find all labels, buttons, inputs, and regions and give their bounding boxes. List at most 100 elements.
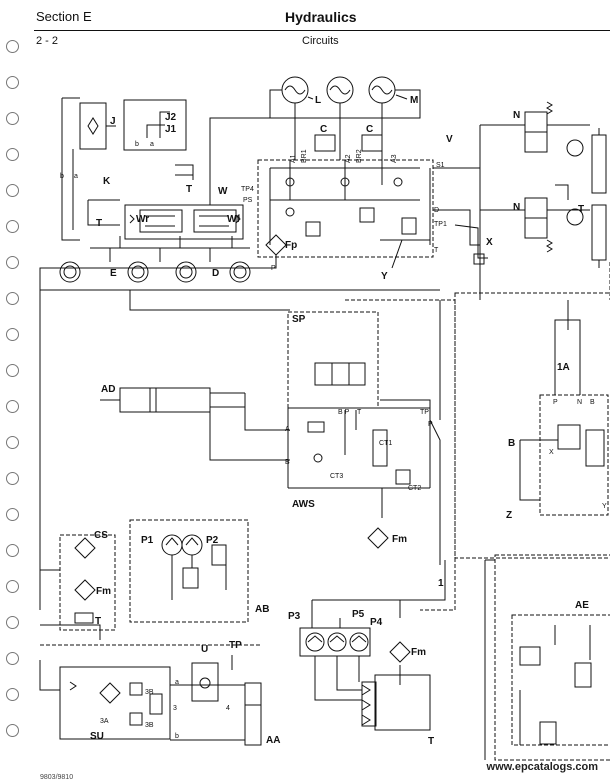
label-P4: P4: [370, 617, 383, 628]
aws-group: [40, 289, 441, 565]
label-AD: AD: [101, 384, 115, 395]
label-SU: SU: [90, 731, 104, 742]
label-P3: P3: [288, 611, 301, 622]
label-J1: J1: [165, 124, 177, 135]
label-AA: AA: [266, 735, 280, 746]
page-subtitle: Circuits: [302, 35, 339, 47]
diagram-labels: L M N N C C V J J2 J1 b a b a K T W Wr W…: [60, 95, 607, 747]
page-number: 2 - 2: [36, 35, 59, 47]
valve-n-group: [479, 101, 607, 300]
label-aws-BP: B P: [338, 409, 350, 416]
label-T-left: T: [96, 218, 102, 229]
pump-p-group: [299, 560, 446, 731]
label-P: P: [271, 265, 276, 272]
steering-group: [39, 644, 262, 746]
valve-b-group: [454, 292, 610, 559]
label-T-right: T: [578, 204, 584, 215]
label-aws-B: B: [285, 459, 290, 466]
label-A3: A3: [391, 154, 398, 163]
label-A2: A2: [345, 154, 352, 163]
label-aws-A: A: [285, 426, 290, 433]
label-3: 3: [173, 705, 177, 712]
label-T-top: T: [186, 184, 192, 195]
label-aws-P: P: [428, 421, 433, 428]
label-AWS: AWS: [292, 499, 315, 510]
label-sb: b: [60, 173, 64, 180]
page-title: Hydraulics: [285, 9, 357, 25]
label-Y: Y: [381, 271, 388, 282]
header-rule: [34, 30, 610, 31]
label-J2: J2: [165, 112, 177, 123]
label-p-N: N: [577, 399, 582, 406]
label-T-tank: T: [428, 736, 434, 747]
label-a: a: [150, 141, 154, 148]
label-J: J: [110, 116, 116, 127]
motor-group: [209, 76, 421, 205]
label-B: B: [508, 438, 515, 449]
label-3A: 3A: [100, 718, 109, 725]
label-P1: P1: [141, 535, 154, 546]
label-Wf: Wf: [227, 214, 240, 225]
label-TP1: TP1: [434, 221, 447, 228]
label-A1: A1: [290, 154, 297, 163]
label-D-port: D: [434, 207, 439, 214]
label-1: 1: [438, 578, 444, 589]
footer-code: 9803/9810: [40, 774, 74, 781]
label-SP: SP: [292, 314, 306, 325]
label-4: 4: [226, 705, 230, 712]
label-TP: TP: [229, 640, 242, 651]
label-N: N: [513, 110, 520, 121]
label-p-B: B: [590, 399, 595, 406]
label-BR1: BR1: [301, 149, 308, 163]
label-Z: Z: [506, 510, 512, 521]
motor-e-d: [59, 261, 251, 283]
label-1A: 1A: [557, 362, 570, 373]
label-D: D: [212, 268, 219, 279]
label-Wr: Wr: [136, 214, 149, 225]
label-sa: a: [74, 173, 78, 180]
label-BR2: BR2: [356, 149, 363, 163]
label-PS: PS: [243, 197, 253, 204]
label-3B-1: 3B: [145, 689, 154, 696]
label-CS: CS: [94, 530, 108, 541]
valve-ae-group: [484, 554, 610, 761]
label-b: b: [135, 141, 139, 148]
label-CT2: CT2: [408, 485, 421, 492]
label-V: V: [446, 134, 453, 145]
label-L: L: [315, 95, 321, 106]
label-aws-T: T: [357, 409, 362, 416]
label-AB: AB: [255, 604, 269, 615]
label-p-Y: Y: [602, 503, 607, 510]
label-T-port: T: [434, 247, 439, 254]
label-M: M: [410, 95, 418, 106]
label-P5: P5: [352, 609, 365, 620]
label-Fm1: Fm: [96, 586, 111, 597]
label-Fm2: Fm: [392, 534, 407, 545]
label-CT1: CT1: [379, 440, 392, 447]
label-S1: S1: [436, 162, 445, 169]
section-label: Section E: [36, 9, 92, 24]
label-aws-TP: TP: [420, 409, 429, 416]
valve-block-v: [39, 134, 488, 610]
label-C: C: [320, 124, 327, 135]
pump-group: [39, 519, 249, 640]
joystick-group: [61, 97, 250, 262]
label-CT3: CT3: [330, 473, 343, 480]
label-N2: N: [513, 202, 520, 213]
label-P2: P2: [206, 535, 219, 546]
label-p-X: X: [549, 449, 554, 456]
label-U: U: [201, 644, 208, 655]
label-Fp: Fp: [285, 240, 297, 251]
label-a-su: a: [175, 679, 179, 686]
label-Fm3: Fm: [411, 647, 426, 658]
label-TP4: TP4: [241, 186, 254, 193]
label-3B-2: 3B: [145, 722, 154, 729]
label-E: E: [110, 268, 117, 279]
label-C2: C: [366, 124, 373, 135]
label-b-su: b: [175, 733, 179, 740]
label-T-cs: T: [95, 616, 101, 627]
label-W: W: [218, 186, 228, 197]
label-p-P: P: [553, 399, 558, 406]
